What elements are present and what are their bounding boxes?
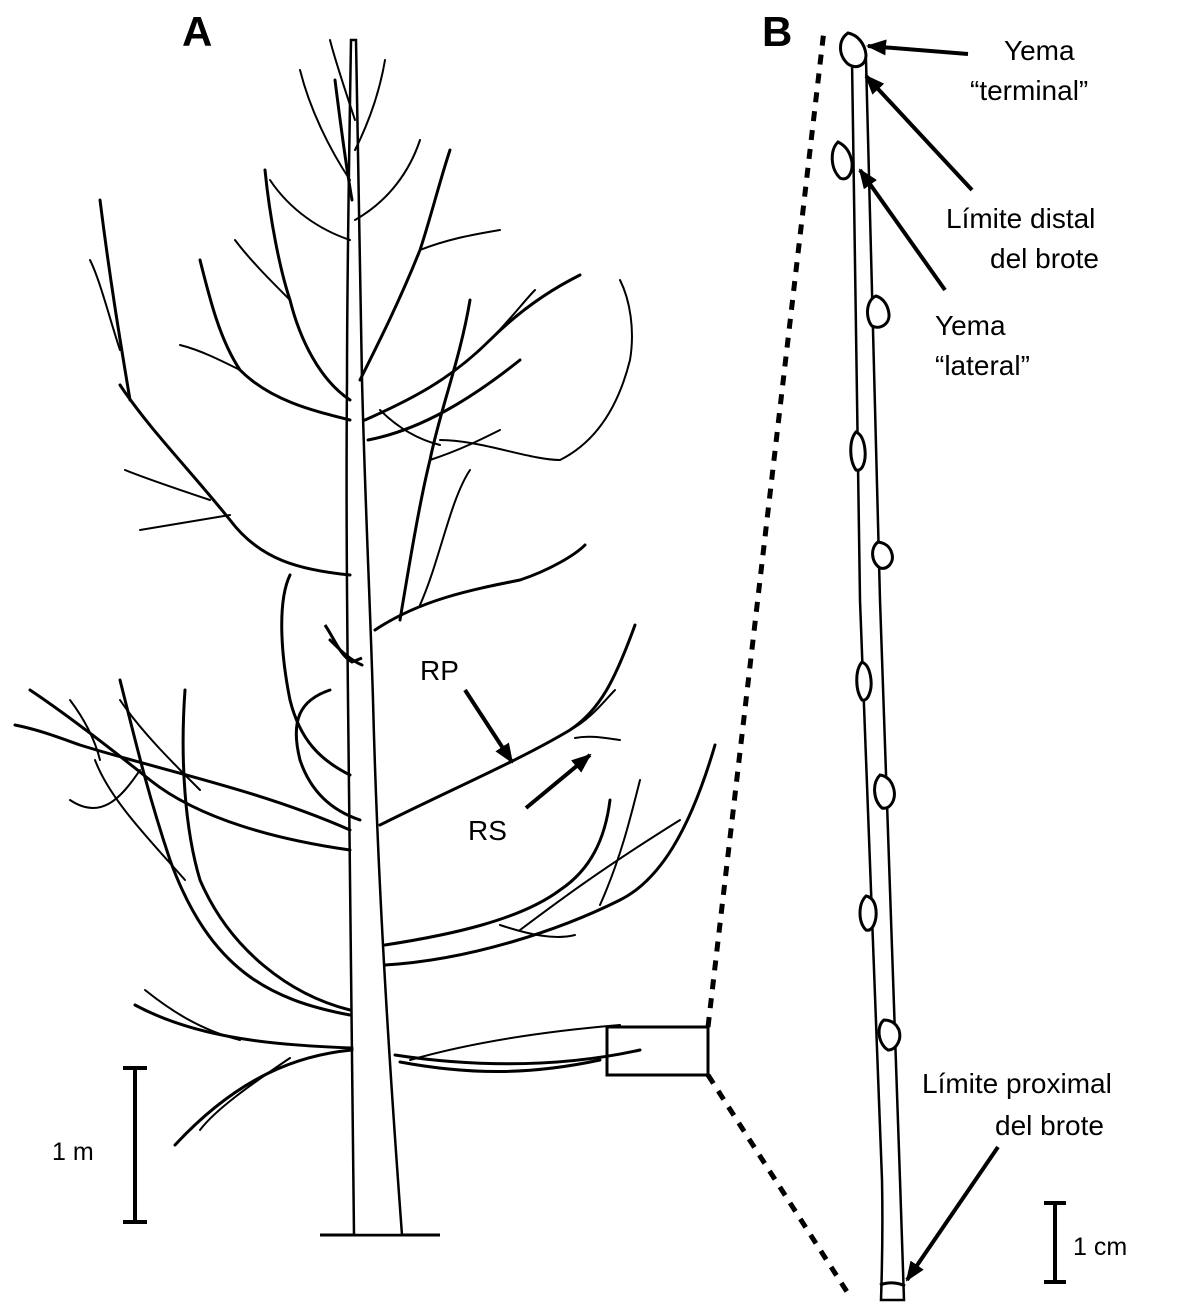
lateral-bud xyxy=(857,662,871,700)
proximal-limit-label-line1: Límite proximal xyxy=(922,1068,1112,1099)
lateral-bud xyxy=(879,1020,900,1050)
scale-bar-1m xyxy=(123,1068,147,1222)
rs-arrow xyxy=(526,755,590,808)
distal-limit-arrow xyxy=(866,76,972,190)
lateral-bud xyxy=(867,296,889,327)
proximal-limit-arrow xyxy=(907,1147,998,1280)
lateral-bud-label-line1: Yema xyxy=(935,310,1006,341)
scale-label-1m: 1 m xyxy=(52,1138,94,1166)
rp-label: RP xyxy=(420,655,459,686)
distal-limit-label-line2: del brote xyxy=(990,243,1099,274)
terminal-bud-label-line1: Yema xyxy=(1004,35,1075,66)
terminal-bud-label-line2: “terminal” xyxy=(970,75,1088,106)
tree-drawing xyxy=(15,40,715,1235)
panel-a-label: A xyxy=(182,8,212,55)
lateral-bud-label-line2: “lateral” xyxy=(935,350,1030,381)
lateral-bud xyxy=(851,432,865,470)
terminal-bud-arrow xyxy=(868,46,968,54)
distal-bud xyxy=(832,142,852,179)
rs-label: RS xyxy=(468,815,507,846)
lateral-bud xyxy=(873,542,893,568)
zoom-box xyxy=(607,1027,708,1075)
lateral-bud xyxy=(860,896,876,930)
rp-arrow xyxy=(465,690,512,762)
terminal-bud xyxy=(841,33,867,67)
scale-label-1cm: 1 cm xyxy=(1073,1233,1127,1261)
zoom-connector-top xyxy=(708,30,824,1027)
shoot-drawing xyxy=(832,33,905,1300)
panel-b-label: B xyxy=(762,8,792,55)
zoom-connector-bottom xyxy=(708,1075,851,1298)
scale-bar-1cm xyxy=(1044,1203,1066,1282)
lateral-bud-arrow xyxy=(860,170,945,290)
distal-limit-label-line1: Límite distal xyxy=(946,203,1095,234)
lateral-bud xyxy=(875,775,895,808)
proximal-limit-label-line2: del brote xyxy=(995,1110,1104,1141)
